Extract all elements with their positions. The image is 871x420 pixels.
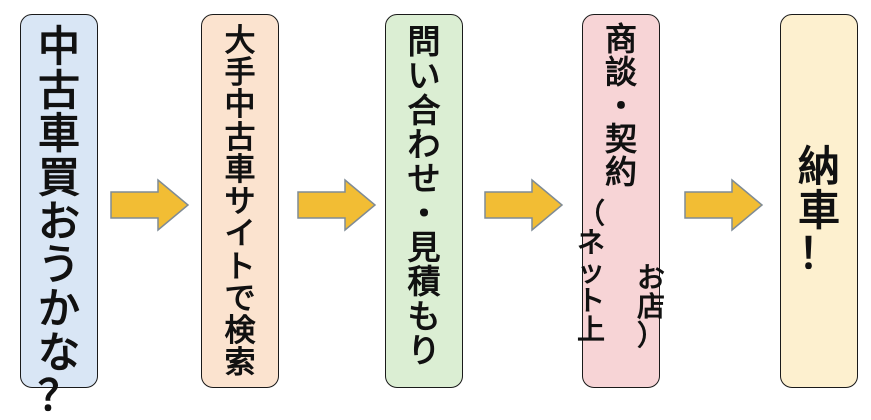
glyph: り: [407, 330, 441, 370]
arrow-shape: [484, 178, 564, 232]
glyph: ？: [37, 371, 80, 420]
step-4-text-main: 商談・契約: [605, 20, 638, 192]
glyph: 上: [576, 313, 605, 347]
flow-diagram: { "steps": [ { "id": "step-1", "color": …: [20, 14, 858, 418]
glyph: 買: [37, 153, 80, 203]
glyph: お: [37, 196, 80, 246]
glyph: 手: [224, 55, 256, 92]
glyph: 車: [37, 109, 80, 159]
glyph: も: [407, 296, 441, 336]
glyph: ）: [637, 319, 666, 353]
glyph: 中: [224, 87, 256, 124]
glyph: か: [37, 284, 80, 334]
glyph: ト: [576, 284, 605, 318]
step-3-text: 問い合わせ・見積もり: [407, 22, 441, 370]
arrow-right-icon: [484, 178, 564, 232]
glyph: お: [637, 261, 666, 294]
glyph: ト: [224, 248, 256, 285]
step-box-1: 中古車買おうかな？: [20, 14, 98, 418]
glyph: ・: [605, 86, 638, 125]
glyph: 商: [605, 20, 638, 58]
glyph: 納: [797, 142, 840, 191]
glyph: う: [37, 240, 80, 290]
glyph: 見: [407, 227, 441, 267]
glyph: 車: [224, 151, 256, 188]
glyph: 店: [637, 290, 666, 324]
glyph: 索: [224, 345, 256, 382]
glyph: 検: [224, 313, 256, 350]
step-box-3: 問い合わせ・見積もり: [385, 14, 463, 388]
glyph: ・: [407, 193, 441, 233]
glyph: サ: [224, 184, 256, 221]
glyph: 積: [407, 262, 441, 302]
glyph: 契: [605, 119, 638, 158]
glyph: な: [37, 327, 80, 377]
glyph: せ: [407, 159, 441, 199]
step-box-4: （ネット上 商談・契約 お店）: [577, 14, 665, 388]
arrow-shape: [684, 178, 764, 232]
step-1-text: 中古車買おうかな？: [38, 25, 80, 418]
glyph: ネ: [576, 226, 605, 260]
step-5-text: 納車！: [798, 145, 840, 276]
glyph: わ: [407, 124, 441, 164]
glyph: 問: [407, 22, 441, 61]
glyph: 古: [37, 65, 80, 115]
glyph: ッ: [576, 255, 605, 289]
step-4-text-right: （ネット上: [577, 199, 605, 345]
glyph: い: [407, 56, 441, 96]
glyph: 談: [605, 53, 638, 92]
arrow-shape: [110, 178, 190, 232]
step-box-5: 納車！: [780, 14, 858, 388]
arrow-right-icon: [297, 178, 377, 232]
arrow-shape: [297, 178, 377, 232]
step-4-text-left: お店）: [637, 263, 665, 350]
glyph: ！: [797, 229, 840, 279]
step-box-2: 大手中古車サイトで検索: [201, 14, 279, 388]
glyph: 車: [797, 185, 840, 235]
arrow-right-icon: [110, 178, 190, 232]
glyph: 約: [605, 153, 638, 192]
glyph: （: [576, 197, 605, 230]
glyph: 古: [224, 119, 256, 156]
arrow-right-icon: [684, 178, 764, 232]
step-2-text: 大手中古車サイトで検索: [225, 25, 256, 380]
glyph: 合: [407, 90, 441, 130]
glyph: イ: [224, 216, 256, 253]
glyph: 中: [37, 22, 80, 71]
glyph: で: [224, 280, 256, 317]
glyph: 大: [224, 23, 256, 59]
